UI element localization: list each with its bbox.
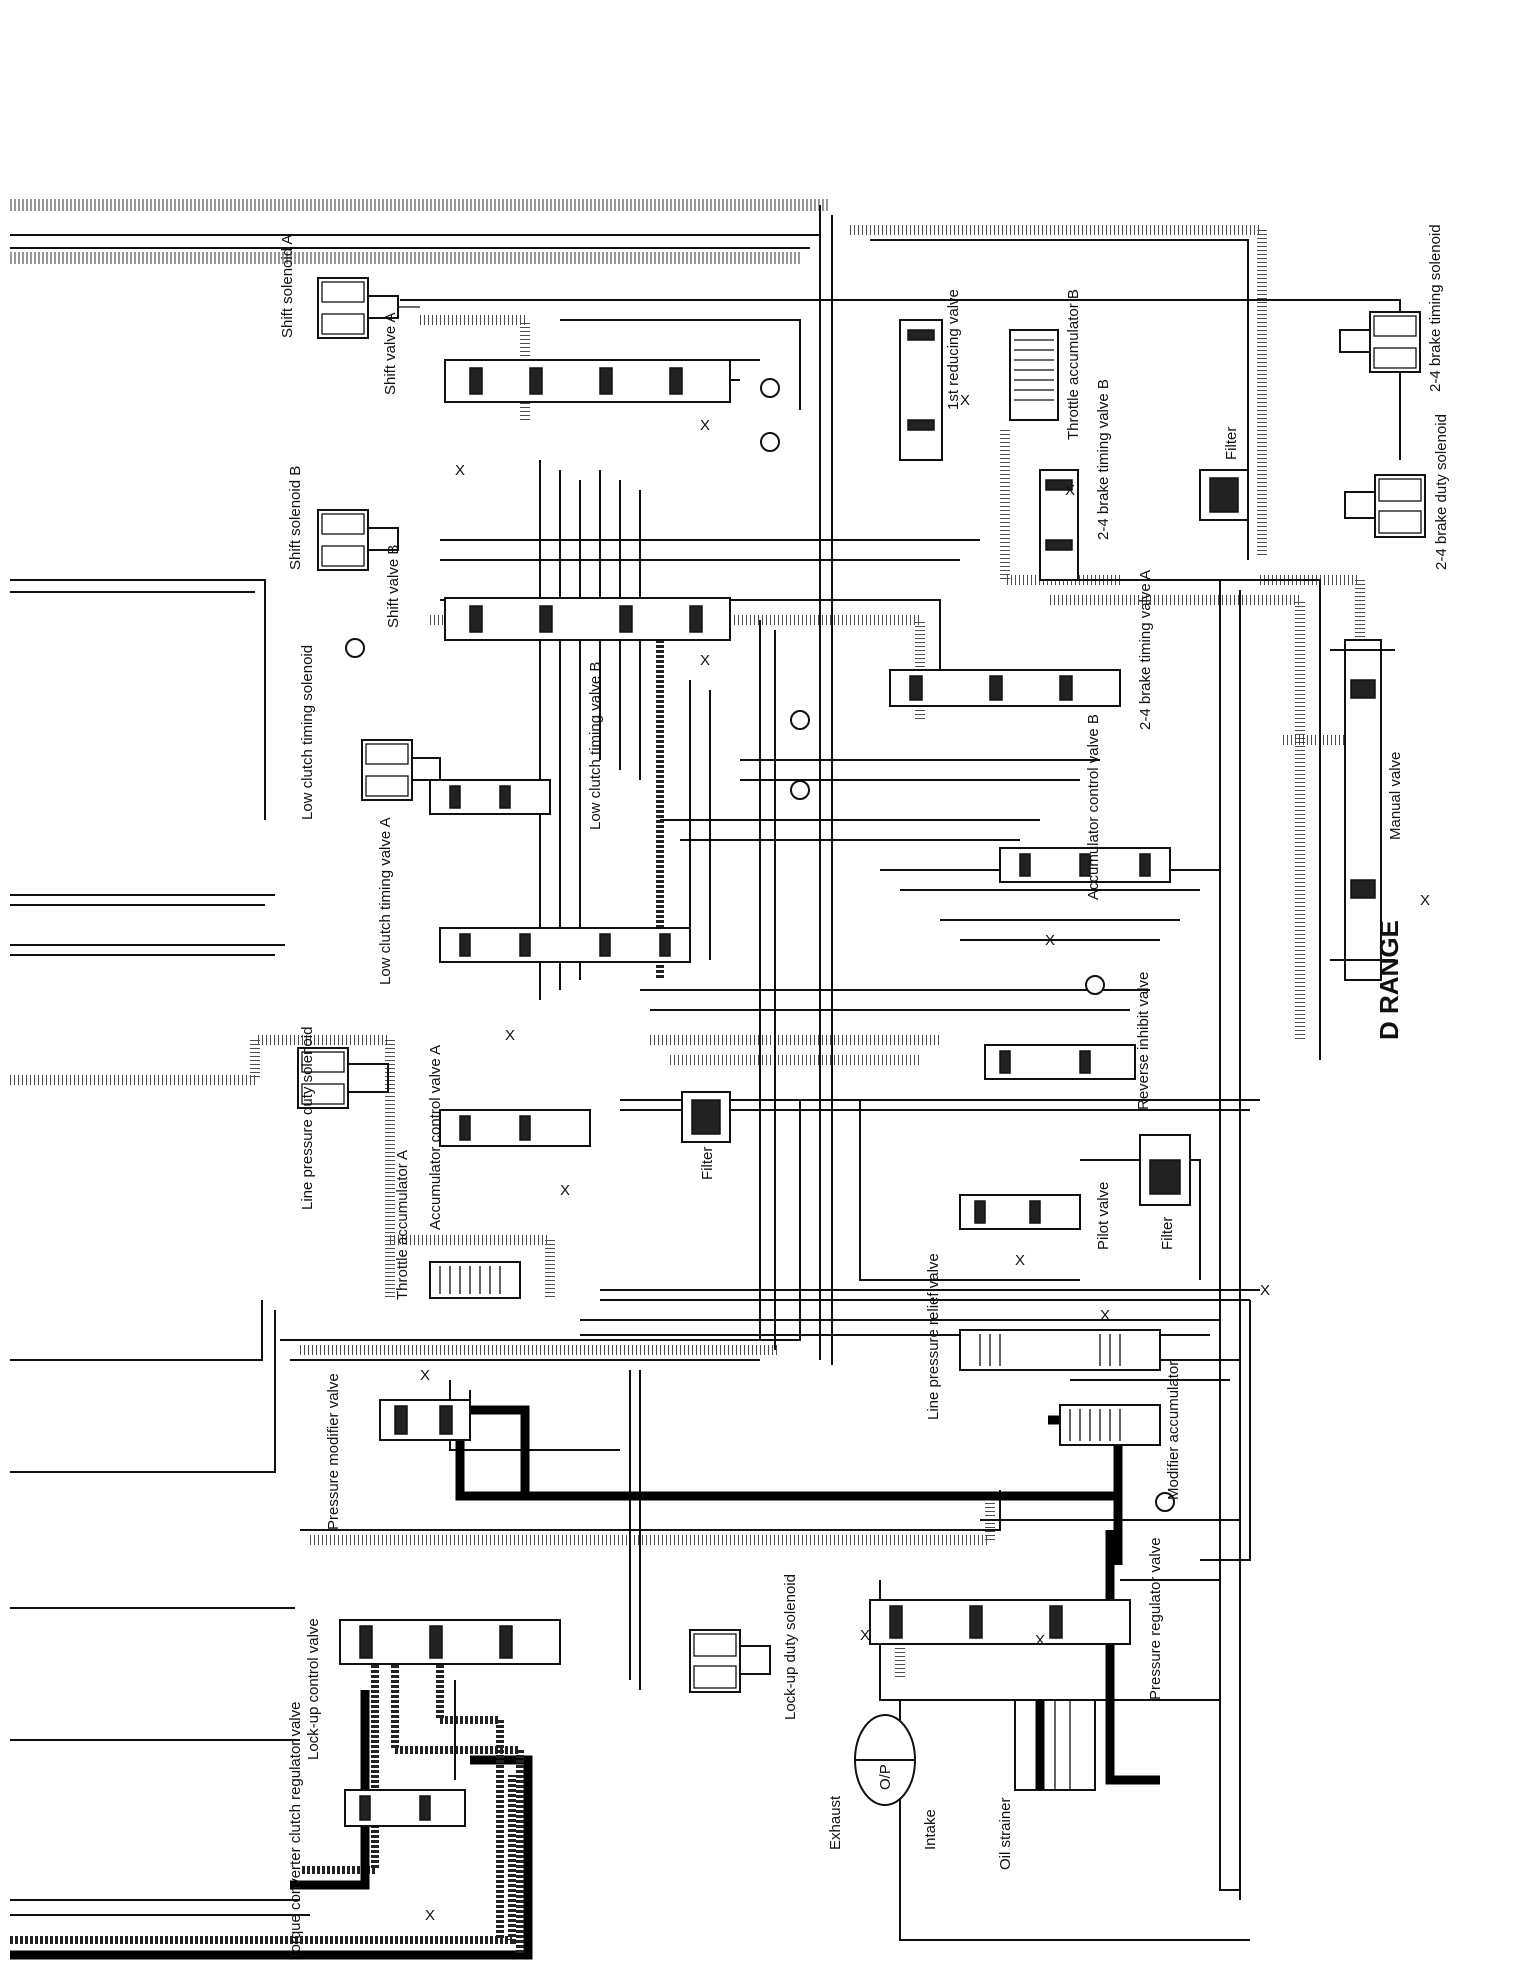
label-torque-converter-clutch-regulator-valve: Torque converter clutch regulator valve [287, 1702, 304, 1960]
passage-network [280, 205, 1401, 1941]
modifier-accumulator [1059, 1404, 1161, 1446]
accumulator-control-valve-b [999, 847, 1171, 883]
label-shift-solenoid-a: Shift solenoid A [279, 235, 296, 338]
drain-mark: X [1100, 1307, 1110, 1324]
label-pressure-regulator-valve: Pressure regulator valve [1147, 1537, 1164, 1700]
label-lock-up-duty-solenoid: Lock-up duty solenoid [782, 1574, 799, 1720]
drain-mark: X [420, 1367, 430, 1384]
manual-valve [1330, 639, 1395, 981]
pressure-modifier-valve [379, 1399, 471, 1441]
filter-right [1139, 1134, 1191, 1206]
label-pressure-modifier-valve: Pressure modifier valve [325, 1373, 342, 1530]
label-filter-middle: Filter [699, 1147, 716, 1180]
label-brake-timing-solenoid-24: 2-4 brake timing solenoid [1427, 224, 1444, 392]
filter-middle [681, 1091, 731, 1143]
label-throttle-accumulator-b: Throttle accumulator B [1065, 289, 1082, 440]
label-manual-valve: Manual valve [1387, 752, 1404, 840]
drain-mark: X [1015, 1252, 1025, 1269]
label-first-reducing-valve: 1st reducing valve [945, 289, 962, 410]
drain-mark: X [505, 1027, 515, 1044]
lock-up-duty-solenoid [689, 1629, 771, 1693]
lock-up-control-valve [339, 1619, 561, 1665]
drain-mark: X [860, 1627, 870, 1644]
drain-mark: X [560, 1182, 570, 1199]
torque-converter-clutch-regulator-valve [344, 1789, 466, 1827]
pilot-valve [959, 1194, 1081, 1230]
label-filter-top: Filter [1223, 427, 1240, 460]
brake-timing-solenoid-24 [1339, 311, 1421, 373]
label-d-range: D RANGE [1374, 920, 1404, 1040]
drain-mark: X [455, 462, 465, 479]
label-shift-valve-a: Shift valve A [382, 312, 399, 395]
label-shift-solenoid-b: Shift solenoid B [287, 466, 304, 570]
label-pilot-valve: Pilot valve [1095, 1182, 1112, 1250]
low-clutch-timing-solenoid [361, 739, 441, 801]
line-pressure-duty-solenoid [297, 1047, 389, 1109]
reverse-inhibit-valve [984, 1044, 1136, 1080]
label-shift-valve-b: Shift valve B [385, 545, 402, 628]
oil-strainer [1014, 1699, 1096, 1791]
label-line-pressure-duty-solenoid: Line pressure duty solenoid [299, 1027, 316, 1210]
oil-pump [854, 1714, 916, 1806]
shift-solenoid-a [317, 277, 420, 339]
drain-mark: X [1045, 932, 1055, 949]
label-low-clutch-timing-solenoid: Low clutch timing solenoid [299, 645, 316, 820]
brake-timing-valve-a-24 [889, 669, 1121, 707]
lockup-circuit [290, 1620, 524, 1955]
label-lock-up-control-valve: Lock-up control valve [305, 1618, 322, 1760]
label-brake-timing-valve-a-24: 2-4 brake timing valve A [1137, 570, 1154, 730]
drain-mark: X [1420, 892, 1430, 909]
pressure-regulator-valve [869, 1599, 1131, 1645]
drain-mark: X [960, 392, 970, 409]
label-intake: Intake [922, 1809, 939, 1850]
label-brake-timing-valve-b-24: 2-4 brake timing valve B [1095, 379, 1112, 540]
low-clutch-timing-valve-a [439, 927, 691, 963]
label-accumulator-control-valve-b: Accumulator control valve B [1085, 714, 1102, 900]
label-modifier-accumulator: Modifier accumulator [1165, 1361, 1182, 1500]
drain-mark: X [700, 417, 710, 434]
label-filter-right: Filter [1159, 1217, 1176, 1250]
label-line-pressure-relief-valve: Line pressure relief valve [925, 1253, 942, 1420]
first-reducing-valve [899, 319, 943, 461]
low-clutch-timing-valve-b [429, 779, 551, 815]
brake-duty-solenoid-24 [1344, 474, 1426, 538]
label-low-clutch-timing-valve-b: Low clutch timing valve B [587, 662, 604, 830]
accumulator-control-valve-a [439, 1109, 591, 1147]
line-pressure-relief-valve [959, 1329, 1161, 1371]
label-oil-strainer: Oil strainer [997, 1797, 1014, 1870]
drain-mark: X [700, 652, 710, 669]
throttle-accumulator-b [1000, 329, 1120, 585]
label-accumulator-control-valve-a: Accumulator control valve A [427, 1045, 444, 1230]
label-throttle-accumulator-a: Throttle accumulator A [394, 1150, 411, 1300]
brake-timing-valve-b-24 [1039, 469, 1079, 581]
labels: Shift solenoid A Shift valve A Shift sol… [279, 224, 1450, 1960]
drain-mark: X [1065, 482, 1075, 499]
filter-top [1199, 469, 1249, 521]
label-oil-pump: O/P [877, 1764, 894, 1790]
label-low-clutch-timing-valve-a: Low clutch timing valve A [377, 817, 394, 985]
shift-solenoid-b [317, 509, 399, 571]
label-brake-duty-solenoid-24: 2-4 brake duty solenoid [1433, 414, 1450, 570]
throttle-accumulator-a [385, 1040, 555, 1300]
shift-valve-a [444, 359, 731, 403]
label-reverse-inhibit-valve: Reverse inhibit valve [1135, 972, 1152, 1110]
label-exhaust: Exhaust [827, 1795, 844, 1850]
check-balls [345, 378, 1175, 1512]
shift-valve-b [444, 597, 731, 641]
drain-mark: X [425, 1907, 435, 1924]
drain-mark: X [1260, 1282, 1270, 1299]
drain-mark: X [1035, 1632, 1045, 1649]
